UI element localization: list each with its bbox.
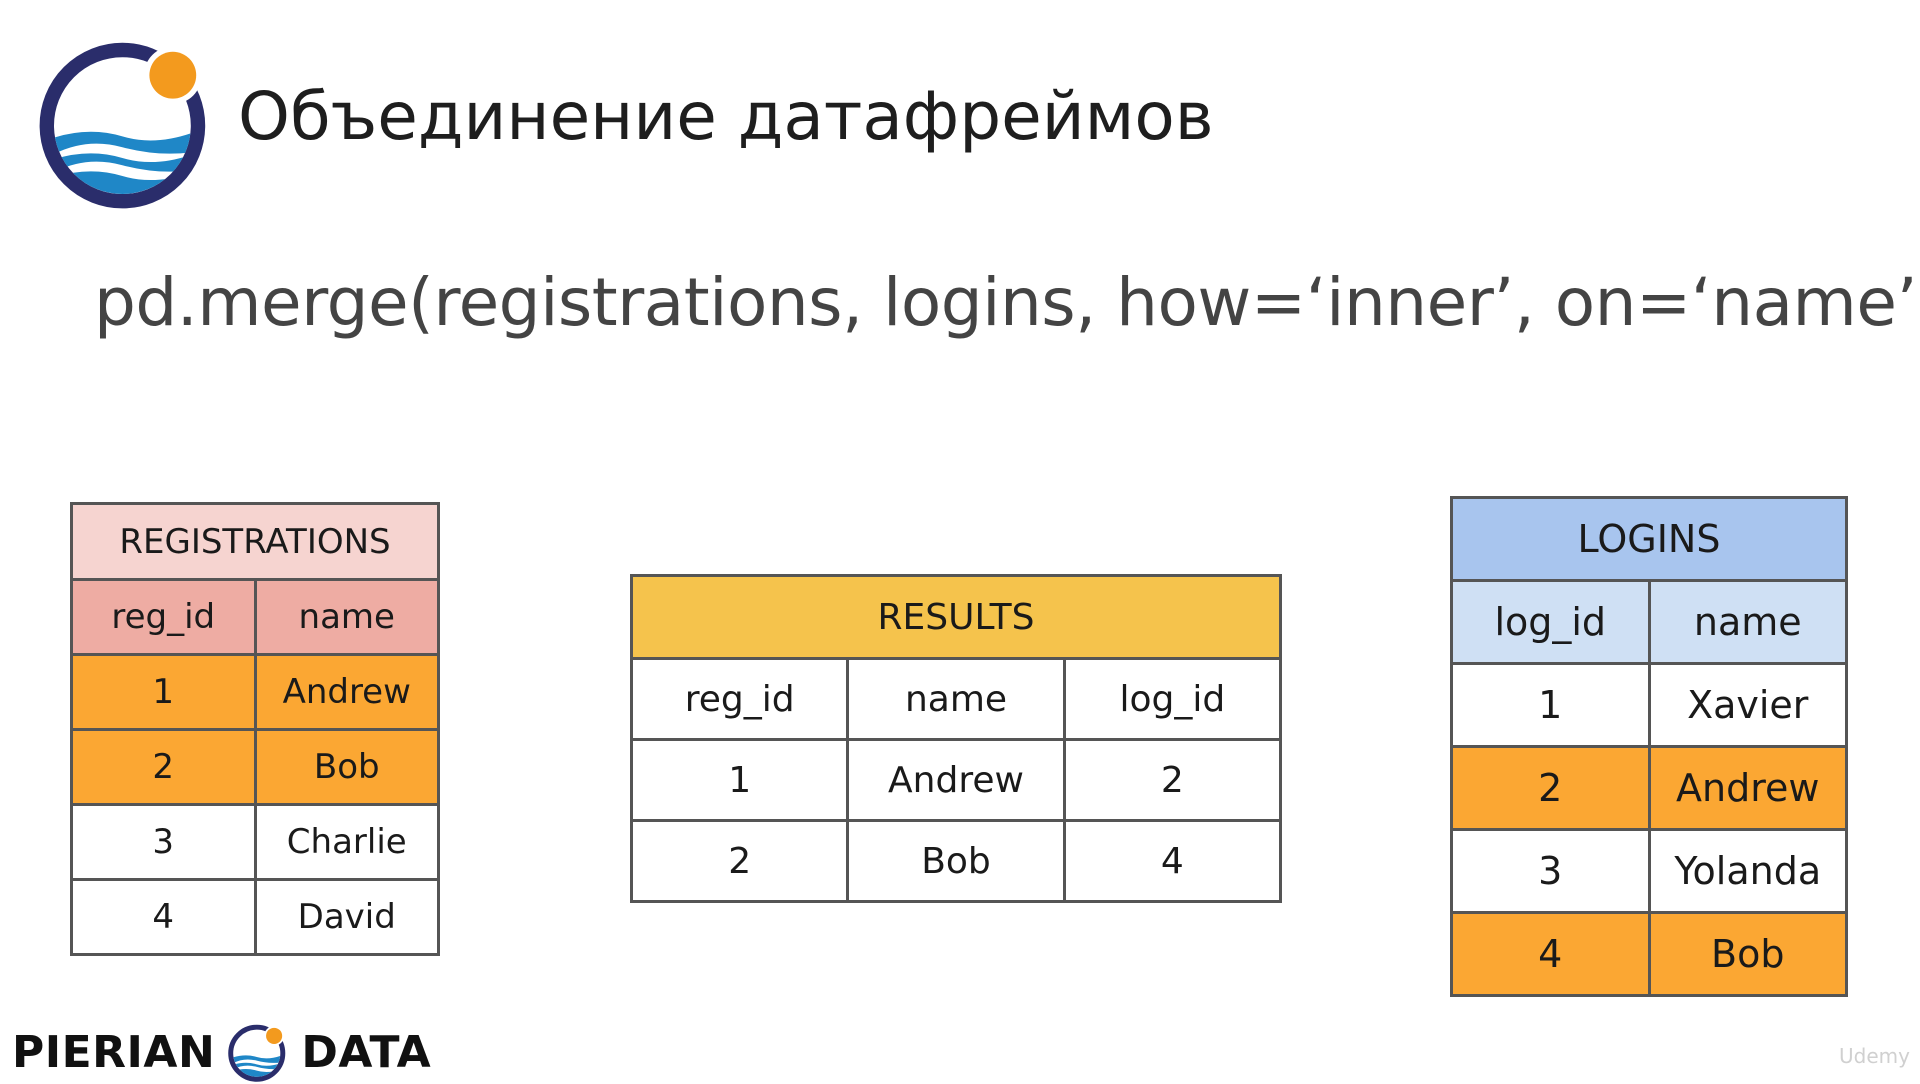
cell-log-id: 2 [1450, 745, 1651, 831]
table-row: 1 Andrew [70, 653, 440, 731]
cell-name: David [253, 878, 440, 956]
table-row: 1 Andrew 2 [629, 738, 1283, 822]
cell-name: Bob [1647, 911, 1848, 997]
cell-name: Andrew [1647, 745, 1848, 831]
cell-reg-id: 1 [629, 738, 850, 822]
logins-caption: LOGINS [1450, 496, 1848, 582]
cell-log-id: 2 [1062, 738, 1283, 822]
pierian-data-logo-icon [39, 42, 206, 209]
cell-name: Yolanda [1647, 828, 1848, 914]
cell-name: Xavier [1647, 662, 1848, 748]
results-caption: RESULTS [630, 574, 1282, 660]
results-table: RESULTS reg_id name log_id 1 Andrew 2 2 … [629, 574, 1283, 903]
column-header-reg-id: reg_id [70, 578, 257, 656]
cell-log-id: 1 [1450, 662, 1651, 748]
cell-name: Andrew [253, 653, 440, 731]
cell-name: Charlie [253, 803, 440, 881]
cell-log-id: 4 [1450, 911, 1651, 997]
column-header-name: name [1647, 579, 1848, 665]
cell-reg-id: 4 [70, 878, 257, 956]
merge-code-line: pd.merge(registrations, logins, how=‘inn… [94, 264, 1920, 341]
brand-right-text: DATA [301, 1026, 432, 1078]
column-header-name: name [253, 578, 440, 656]
column-header-name: name [846, 657, 1066, 741]
slide-title: Объединение датафреймов [238, 78, 1214, 155]
column-header-reg-id: reg_id [629, 657, 850, 741]
table-row: 4 David [70, 878, 440, 956]
logins-table: LOGINS log_id name 1 Xavier 2 Andrew 3 Y… [1450, 496, 1848, 997]
cell-log-id: 4 [1062, 819, 1283, 903]
registrations-caption: REGISTRATIONS [70, 502, 440, 581]
table-row: 2 Andrew [1450, 745, 1848, 831]
cell-reg-id: 3 [70, 803, 257, 881]
brand-logo: PIERIAN DATA [12, 1020, 431, 1084]
cell-reg-id: 2 [70, 728, 257, 806]
pierian-data-small-logo-icon [228, 1024, 286, 1082]
table-row: 2 Bob [70, 728, 440, 806]
cell-reg-id: 1 [70, 653, 257, 731]
cell-name: Andrew [846, 738, 1066, 822]
table-row: 2 Bob 4 [629, 819, 1283, 903]
table-row: 3 Charlie [70, 803, 440, 881]
table-row: 3 Yolanda [1450, 828, 1848, 914]
table-row: 4 Bob [1450, 911, 1848, 997]
column-header-log-id: log_id [1450, 579, 1651, 665]
registrations-table: REGISTRATIONS reg_id name 1 Andrew 2 Bob… [70, 502, 440, 956]
column-header-log-id: log_id [1062, 657, 1283, 741]
udemy-watermark: Udemy [1839, 1044, 1910, 1068]
cell-name: Bob [253, 728, 440, 806]
table-row: 1 Xavier [1450, 662, 1848, 748]
cell-reg-id: 2 [629, 819, 850, 903]
brand-left-text: PIERIAN [12, 1026, 216, 1078]
cell-name: Bob [846, 819, 1066, 903]
cell-log-id: 3 [1450, 828, 1651, 914]
